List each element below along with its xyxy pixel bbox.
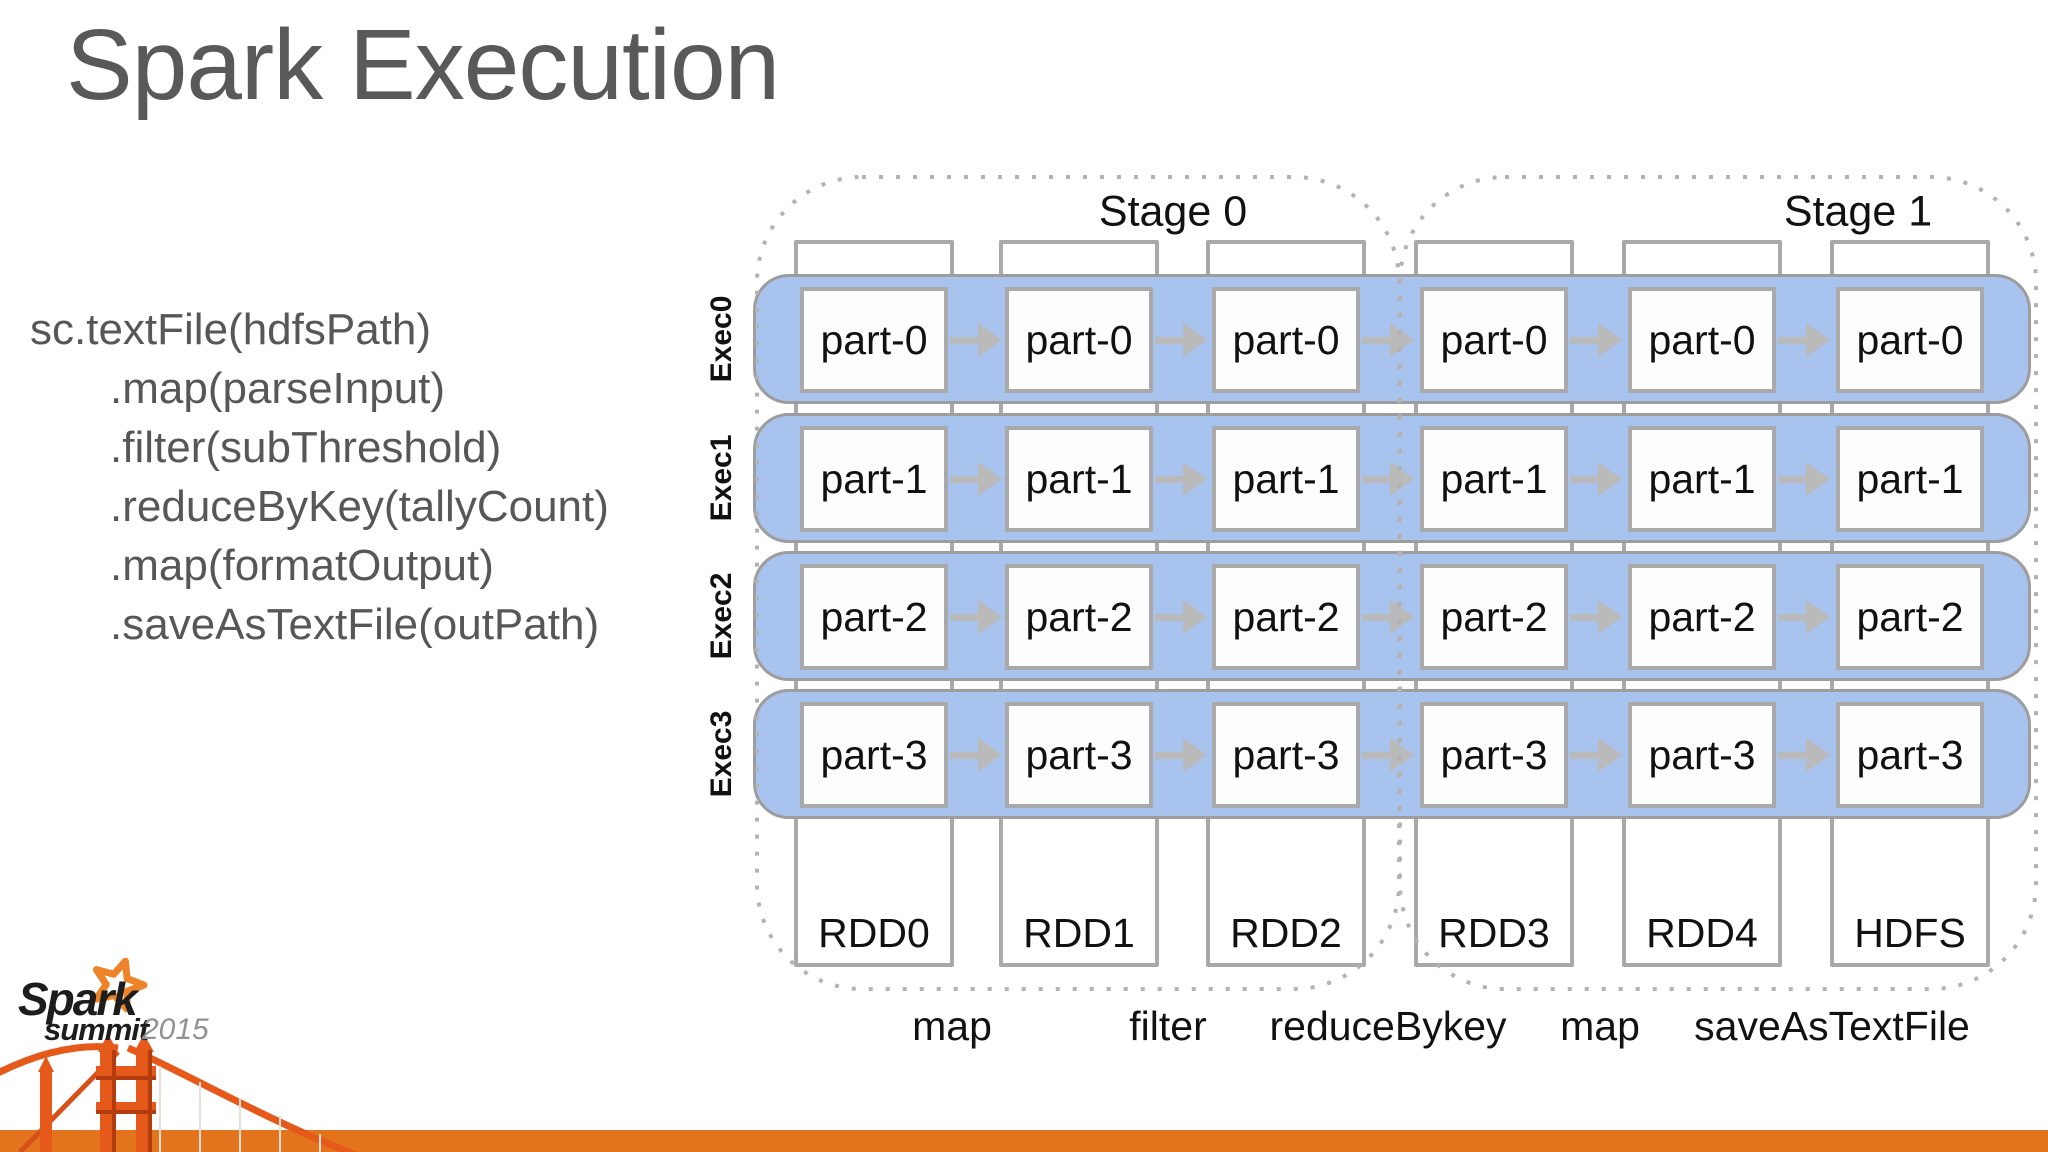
footer-accent-bar <box>0 1130 2048 1152</box>
operation-label: filter <box>1129 1003 1207 1049</box>
logo-spark-text: Spark <box>18 973 138 1025</box>
partition-box: part-1 <box>1628 426 1776 532</box>
flow-arrow-icon <box>950 600 1002 634</box>
slide-title: Spark Execution <box>66 9 780 121</box>
arrow-head <box>1806 462 1830 496</box>
flow-arrow-icon <box>1155 600 1207 634</box>
partition-box: part-3 <box>800 702 948 808</box>
operation-label: saveAsTextFile <box>1694 1003 1970 1049</box>
flow-arrow-icon <box>1362 600 1414 634</box>
executor-label: Exec1 <box>705 434 738 522</box>
flow-arrow-icon <box>1778 462 1830 496</box>
flow-arrow-icon <box>1362 462 1414 496</box>
arrow-head <box>1598 462 1622 496</box>
partition-box: part-3 <box>1420 702 1568 808</box>
rdd-label: RDD0 <box>818 910 930 956</box>
stage1-label: Stage 1 <box>1783 187 1933 236</box>
arrow-head <box>1390 462 1414 496</box>
code-line: sc.textFile(hdfsPath) <box>30 305 432 354</box>
rdd-label: RDD3 <box>1438 910 1550 956</box>
partition-box: part-1 <box>1212 426 1360 532</box>
arrow-head <box>1390 738 1414 772</box>
arrow-head <box>1806 600 1830 634</box>
partition-box: part-1 <box>1005 426 1153 532</box>
rdd-label: HDFS <box>1854 910 1966 956</box>
spark-star-icon <box>92 957 148 1013</box>
stage0-label: Stage 0 <box>1098 187 1248 236</box>
arrow-head <box>1390 323 1414 357</box>
arrow-head <box>1183 600 1207 634</box>
operation-label: map <box>912 1003 992 1049</box>
flow-arrow-icon <box>1362 323 1414 357</box>
golden-gate-bridge-illustration <box>0 1034 358 1152</box>
flow-arrow-icon <box>1570 323 1622 357</box>
partition-box: part-2 <box>1628 564 1776 670</box>
partition-box: part-3 <box>1005 702 1153 808</box>
partition-box: part-0 <box>1628 287 1776 393</box>
code-block: sc.textFile(hdfsPath) .map(parseInput) .… <box>30 300 609 654</box>
arrow-head <box>1806 323 1830 357</box>
arrow-head <box>1598 600 1622 634</box>
spark-summit-logo: Spark summit 2015 <box>0 950 360 1060</box>
partition-box: part-2 <box>1836 564 1984 670</box>
partition-box: part-0 <box>800 287 948 393</box>
executor-label: Exec0 <box>705 295 738 383</box>
partition-box: part-3 <box>1628 702 1776 808</box>
rdd-label: RDD1 <box>1023 910 1135 956</box>
partition-box: part-3 <box>1212 702 1360 808</box>
flow-arrow-icon <box>1155 462 1207 496</box>
partition-box: part-2 <box>1420 564 1568 670</box>
arrow-head <box>1183 323 1207 357</box>
operation-label: reduceBykey <box>1269 1003 1507 1049</box>
executor-label: Exec2 <box>705 572 738 660</box>
partition-box: part-1 <box>1836 426 1984 532</box>
code-line: .saveAsTextFile(outPath) <box>110 600 600 649</box>
flow-arrow-icon <box>950 462 1002 496</box>
flow-arrow-icon <box>1570 462 1622 496</box>
arrow-head <box>1806 738 1830 772</box>
code-line: .map(parseInput) <box>110 364 446 413</box>
arrow-head <box>1598 738 1622 772</box>
arrow-head <box>978 738 1002 772</box>
logo-summit-text: summit <box>44 1012 149 1047</box>
partition-box: part-0 <box>1420 287 1568 393</box>
partition-box: part-0 <box>1212 287 1360 393</box>
code-line: .reduceByKey(tallyCount) <box>110 482 609 531</box>
arrow-head <box>1183 462 1207 496</box>
rdd-label: RDD4 <box>1646 910 1758 956</box>
flow-arrow-icon <box>1778 323 1830 357</box>
arrow-head <box>978 462 1002 496</box>
arrow-head <box>978 600 1002 634</box>
flow-arrow-icon <box>950 738 1002 772</box>
partition-box: part-2 <box>800 564 948 670</box>
flow-arrow-icon <box>950 323 1002 357</box>
partition-box: part-3 <box>1836 702 1984 808</box>
flow-arrow-icon <box>1570 600 1622 634</box>
partition-box: part-0 <box>1005 287 1153 393</box>
flow-arrow-icon <box>1155 323 1207 357</box>
partition-box: part-2 <box>1212 564 1360 670</box>
arrow-head <box>1390 600 1414 634</box>
flow-arrow-icon <box>1155 738 1207 772</box>
arrow-head <box>1183 738 1207 772</box>
partition-box: part-1 <box>800 426 948 532</box>
code-line: .map(formatOutput) <box>110 541 494 590</box>
arrow-head <box>1598 323 1622 357</box>
code-line: .filter(subThreshold) <box>110 423 502 472</box>
rdd-label: RDD2 <box>1230 910 1342 956</box>
arrow-head <box>978 323 1002 357</box>
flow-arrow-icon <box>1778 738 1830 772</box>
flow-arrow-icon <box>1362 738 1414 772</box>
flow-arrow-icon <box>1778 600 1830 634</box>
flow-arrow-icon <box>1570 738 1622 772</box>
executor-label: Exec3 <box>705 710 738 798</box>
logo-year-text: 2015 <box>142 1013 209 1046</box>
partition-box: part-2 <box>1005 564 1153 670</box>
partition-box: part-1 <box>1420 426 1568 532</box>
operation-label: map <box>1560 1003 1640 1049</box>
partition-box: part-0 <box>1836 287 1984 393</box>
